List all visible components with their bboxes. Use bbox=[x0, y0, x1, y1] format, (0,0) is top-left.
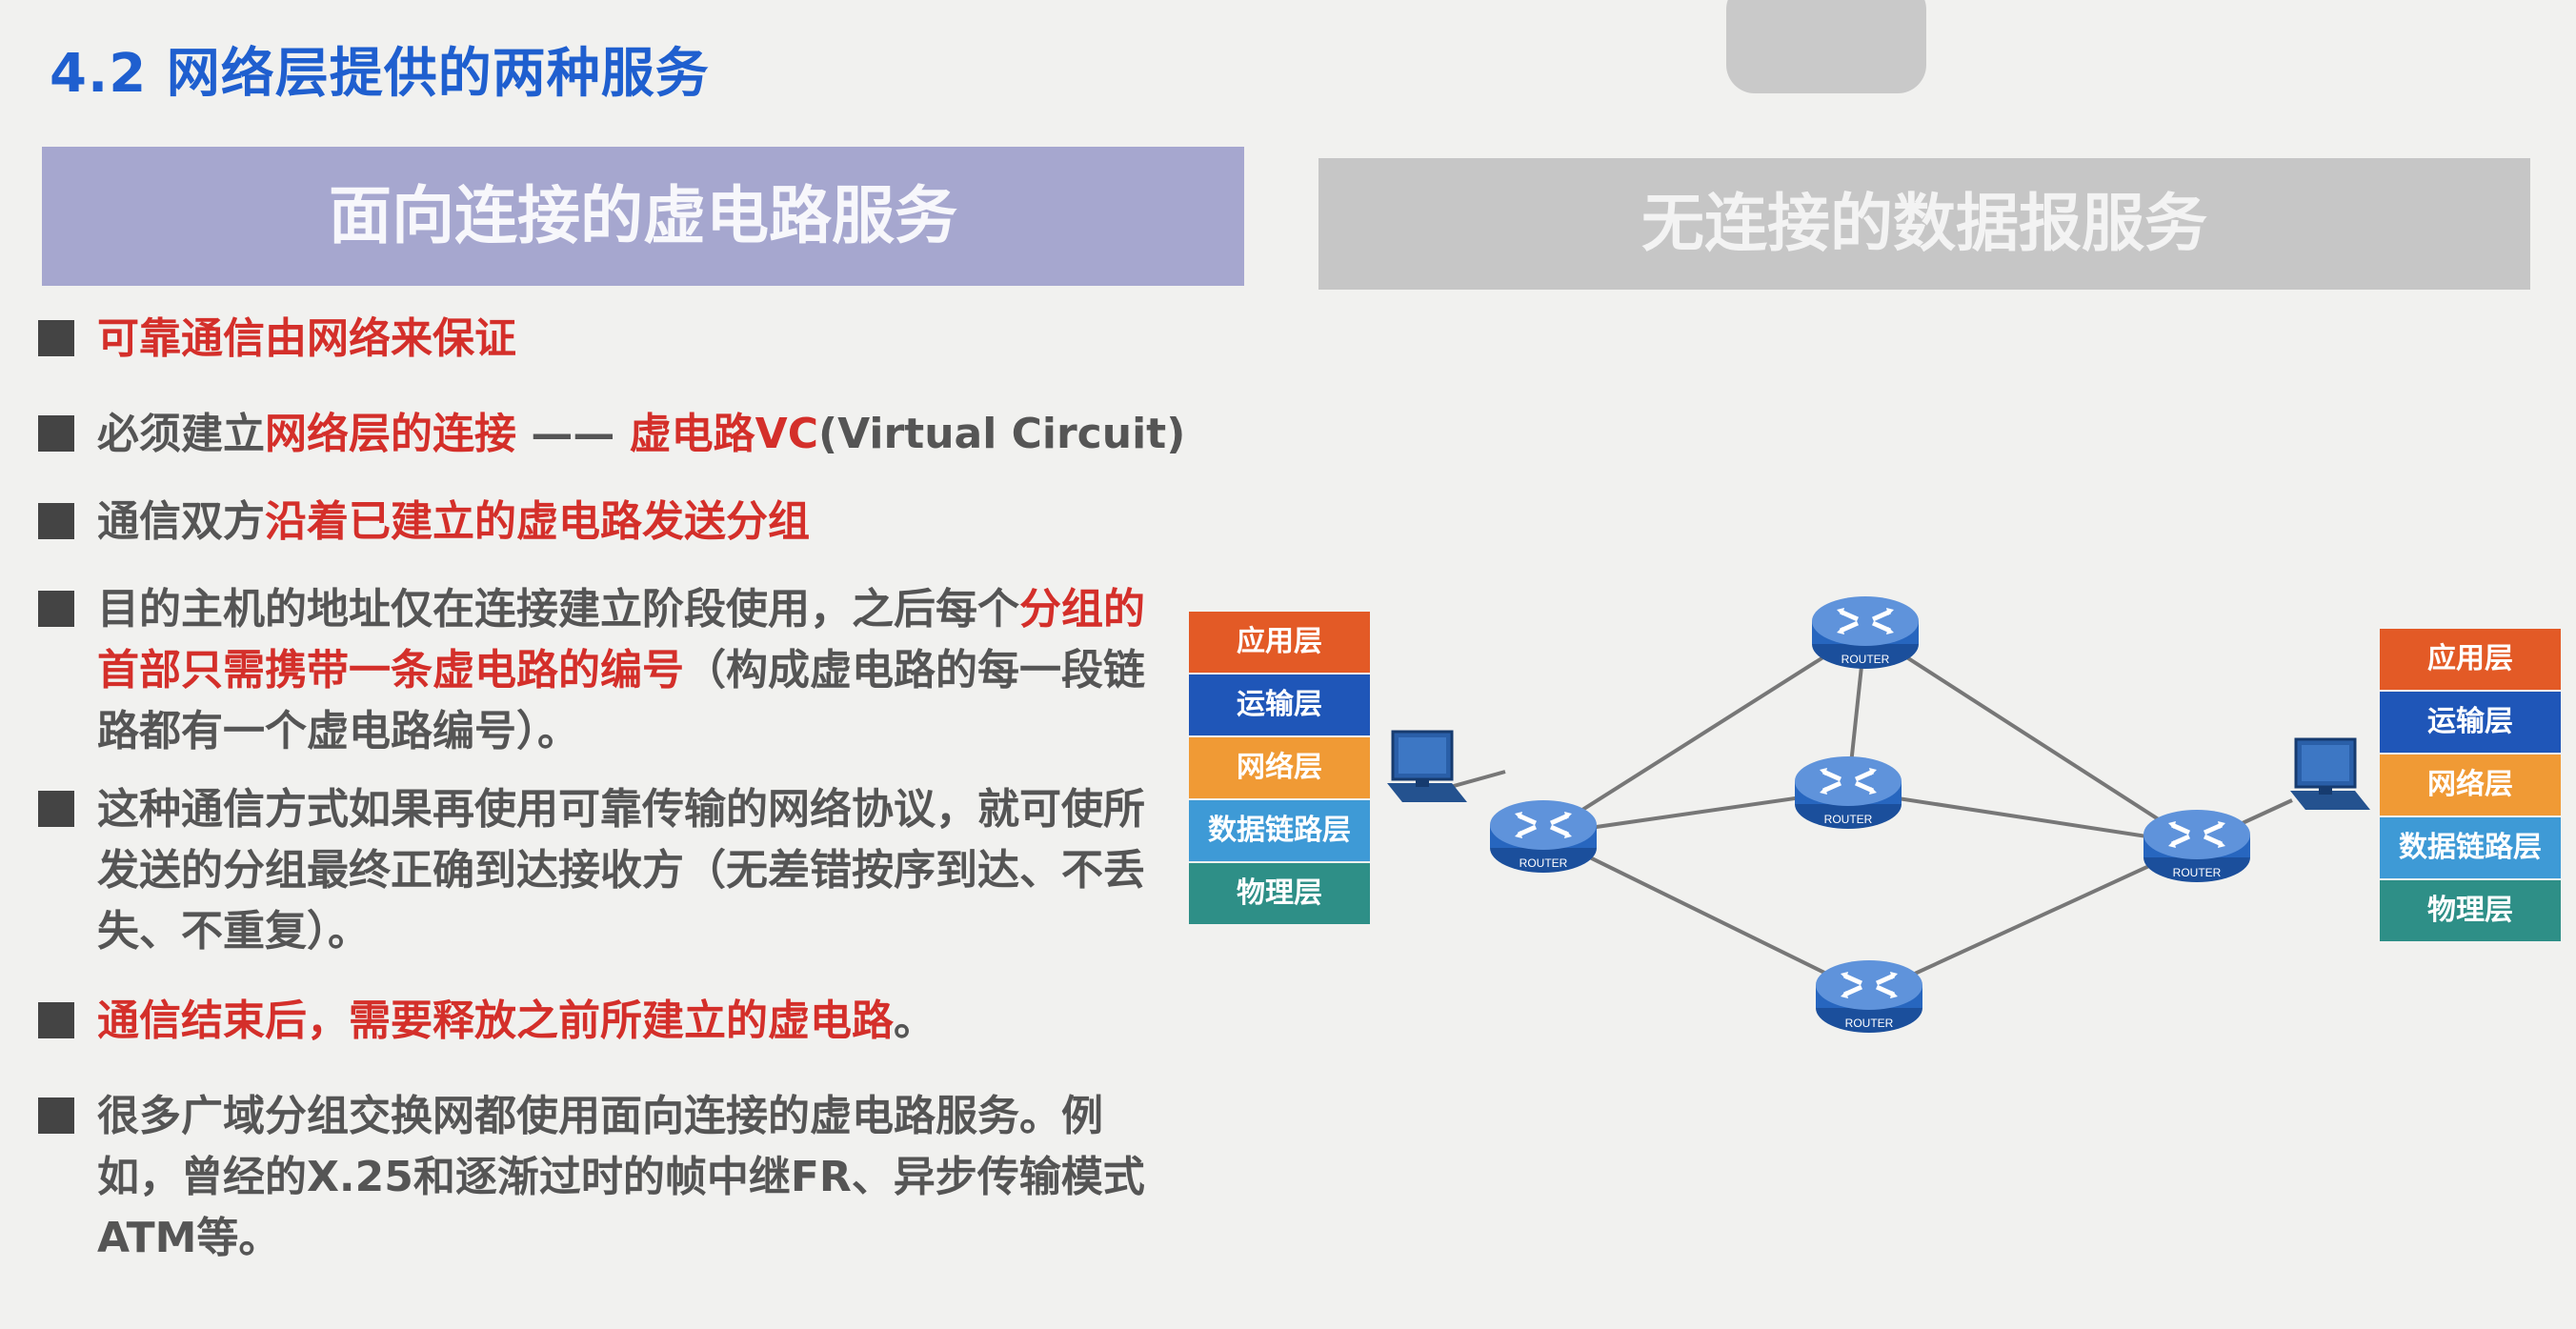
layer-transport: 运输层 bbox=[1189, 675, 1370, 735]
bullet-text: 目的主机的地址仅在连接建立阶段使用，之后每个 bbox=[97, 585, 1019, 634]
virtual-circuit-header: 面向连接的虚电路服务 bbox=[42, 147, 1244, 286]
top-tab-decoration bbox=[1726, 0, 1926, 93]
router-label: ROUTER bbox=[1841, 653, 1890, 666]
bullet-reliable-protocol: 这种通信方式如果再使用可靠传输的网络协议，就可使所发送的分组最终正确到达接收方（… bbox=[38, 779, 1145, 962]
bullet-square-icon bbox=[38, 791, 74, 827]
bullet-text: 可靠通信由网络来保证 bbox=[97, 314, 516, 363]
left-protocol-stack: 应用层 运输层 网络层 数据链路层 物理层 bbox=[1189, 612, 1370, 926]
bullet-release-vc: 通信结束后，需要释放之前所建立的虚电路。 bbox=[38, 991, 1221, 1052]
datagram-header: 无连接的数据报服务 bbox=[1318, 158, 2530, 290]
bullet-square-icon bbox=[38, 591, 74, 627]
router-label: ROUTER bbox=[1519, 856, 1568, 870]
bullet-text: 。 bbox=[894, 997, 936, 1045]
host-computer-icon bbox=[2288, 737, 2372, 812]
bullet-text: 通信双方 bbox=[97, 497, 265, 546]
slide-title: 4.2 网络层提供的两种服务 bbox=[50, 43, 710, 105]
right-protocol-stack: 应用层 运输层 网络层 数据链路层 物理层 bbox=[2380, 629, 2561, 943]
bullet-square-icon bbox=[38, 415, 74, 452]
bullet-text: (Virtual Circuit) bbox=[817, 410, 1186, 458]
bullet-text: 这种通信方式如果再使用可靠传输的网络协议，就可使所发送的分组最终正确到达接收方（… bbox=[97, 785, 1145, 956]
bullet-text: （构成虚电路的每一段链路都有一个虚电路编号）。 bbox=[97, 646, 1145, 755]
layer-datalink: 数据链路层 bbox=[2380, 817, 2561, 878]
layer-transport: 运输层 bbox=[2380, 692, 2561, 753]
bullet-highlight: 网络层的连接 bbox=[265, 410, 516, 458]
bullet-text: 必须建立 bbox=[97, 410, 265, 458]
bullet-highlight: 通信结束后，需要释放之前所建立的虚电路 bbox=[97, 997, 894, 1045]
layer-network: 网络层 bbox=[2380, 755, 2561, 816]
network-links bbox=[1436, 629, 2293, 997]
bullet-highlight: 分组的首部只需携带一条虚电路的编号 bbox=[97, 585, 1145, 695]
layer-datalink: 数据链路层 bbox=[1189, 800, 1370, 861]
layer-physical: 物理层 bbox=[1189, 863, 1370, 924]
router-label: ROUTER bbox=[2173, 866, 2222, 879]
bullet-square-icon bbox=[38, 1097, 74, 1134]
bullet-square-icon bbox=[38, 1002, 74, 1038]
layer-network: 网络层 bbox=[1189, 737, 1370, 798]
bullet-establish-connection: 必须建立网络层的连接 —— 虚电路VC(Virtual Circuit) bbox=[38, 404, 1221, 465]
layer-application: 应用层 bbox=[2380, 629, 2561, 690]
bullet-wan-examples: 很多广域分组交换网都使用面向连接的虚电路服务。例如，曾经的X.25和逐渐过时的帧… bbox=[38, 1086, 1183, 1269]
layer-application: 应用层 bbox=[1189, 612, 1370, 673]
router-label: ROUTER bbox=[1824, 813, 1873, 826]
bullet-send-along-vc: 通信双方沿着已建立的虚电路发送分组 bbox=[38, 492, 1221, 553]
bullet-vc-number: 目的主机的地址仅在连接建立阶段使用，之后每个分组的首部只需携带一条虚电路的编号（… bbox=[38, 579, 1145, 762]
bullet-highlight: 沿着已建立的虚电路发送分组 bbox=[265, 497, 810, 546]
host-computer-icon bbox=[1385, 730, 1469, 804]
bullet-text: —— bbox=[516, 410, 630, 458]
bullet-highlight: 虚电路VC bbox=[629, 410, 818, 458]
layer-physical: 物理层 bbox=[2380, 880, 2561, 941]
bullet-text: 很多广域分组交换网都使用面向连接的虚电路服务。例如，曾经的X.25和逐渐过时的帧… bbox=[97, 1092, 1145, 1262]
bullet-square-icon bbox=[38, 503, 74, 539]
router-label: ROUTER bbox=[1845, 1017, 1894, 1030]
bullet-square-icon bbox=[38, 320, 74, 356]
bullet-reliable: 可靠通信由网络来保证 bbox=[38, 309, 1221, 370]
